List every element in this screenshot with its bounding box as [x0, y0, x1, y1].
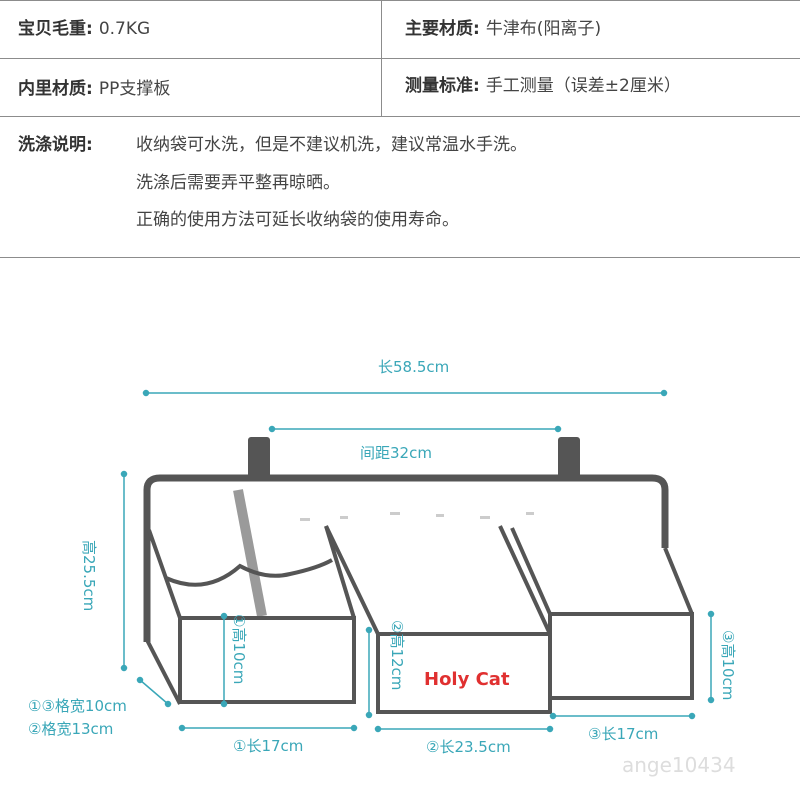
spec-material: 主要材质:牛津布(阳离子) — [405, 17, 601, 41]
dim-pocket3-length: ③长17cm — [588, 725, 658, 743]
hook-right — [558, 437, 580, 481]
dim-pocket2-length: ②长23.5cm — [426, 738, 511, 756]
spec-weight-label: 宝贝毛重: — [18, 19, 93, 39]
dim-width-2: ②格宽13cm — [28, 720, 113, 738]
board-texture — [300, 512, 534, 521]
spec-weight-value: 0.7KG — [98, 19, 151, 39]
spec-lining-value: PP支撑板 — [98, 79, 171, 99]
watermark: ange10434 — [622, 753, 736, 777]
brand-label: Holy Cat — [424, 669, 510, 690]
table-divider — [0, 116, 800, 117]
pocket-2 — [324, 525, 552, 714]
spec-measure-value: 手工测量（误差±2厘米） — [485, 76, 681, 96]
spec-lining: 内里材质:PP支撑板 — [18, 77, 170, 101]
spec-measure: 测量标准:手工测量（误差±2厘米） — [405, 74, 681, 98]
dim-pocket3-height: ③高10cm — [719, 630, 737, 700]
dim-pocket1-length: ①长17cm — [233, 737, 303, 755]
dim-pocket2-height: ②高12cm — [388, 620, 406, 690]
dim-total-length: 长58.5cm — [378, 358, 449, 376]
strap — [233, 489, 267, 617]
table-column-divider — [381, 0, 382, 116]
washing-line: 正确的使用方法可延长收纳袋的使用寿命。 — [136, 210, 459, 230]
spec-lining-label: 内里材质: — [18, 79, 93, 99]
pocket-1 — [145, 525, 356, 705]
table-divider — [0, 58, 800, 59]
spec-measure-label: 测量标准: — [405, 76, 480, 96]
washing-label: 洗涤说明: — [18, 135, 93, 155]
spec-material-value: 牛津布(阳离子) — [485, 19, 602, 39]
dim-width-13: ①③格宽10cm — [28, 697, 127, 715]
dim-hook-spacing: 间距32cm — [360, 444, 432, 462]
spec-table: 宝贝毛重:0.7KG 主要材质:牛津布(阳离子) 内里材质:PP支撑板 测量标准… — [0, 0, 800, 258]
dim-total-height: 高25.5cm — [80, 540, 98, 611]
washing-line: 洗涤后需要弄平整再晾晒。 — [136, 173, 340, 193]
board-outline — [143, 474, 669, 642]
spec-weight: 宝贝毛重:0.7KG — [18, 17, 150, 41]
washing-line: 收纳袋可水洗，但是不建议机洗，建议常温水手洗。 — [136, 135, 527, 155]
dimension-diagram: Holy Cat 长58.5cm 间距32cm 高25.5cm ①高10cm ②… — [28, 358, 737, 777]
pocket-3 — [510, 527, 694, 700]
dim-pocket1-height: ①高10cm — [230, 614, 248, 684]
dimension-lines — [120, 389, 715, 733]
table-border-bottom — [0, 257, 800, 258]
table-border-top — [0, 0, 800, 1]
spec-material-label: 主要材质: — [405, 19, 480, 39]
hook-left — [248, 437, 270, 481]
